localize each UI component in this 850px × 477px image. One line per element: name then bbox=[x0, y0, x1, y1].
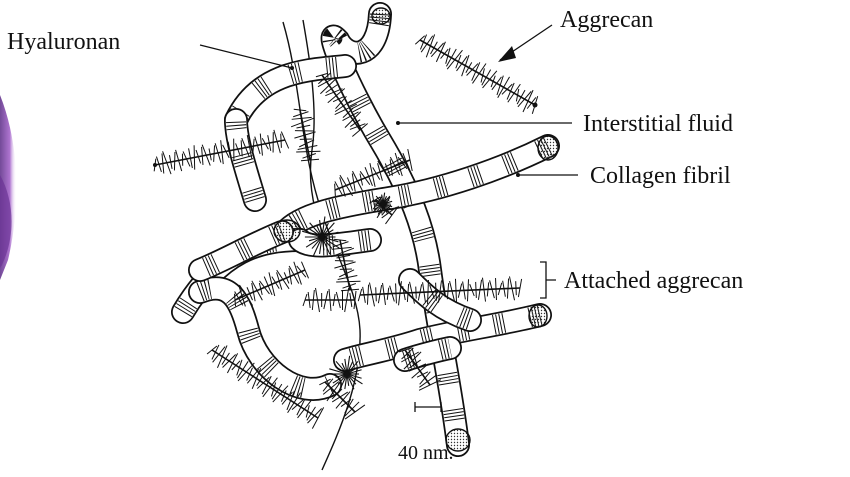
fibril-cut-end bbox=[274, 220, 300, 242]
collagen-fibril-body bbox=[200, 288, 330, 388]
label-interstitial-fluid: Interstitial fluid bbox=[583, 112, 733, 136]
arrowhead-aggrecan bbox=[498, 46, 516, 62]
aggrecan-brush bbox=[291, 109, 320, 161]
aggrecan-end-dot bbox=[153, 163, 157, 167]
aggrecan-brush bbox=[154, 130, 288, 174]
leader-dot-collagen-fibril bbox=[516, 173, 520, 177]
aggrecan-end-dot bbox=[533, 103, 538, 108]
label-aggrecan: Aggrecan bbox=[560, 8, 653, 32]
fibril-cut-end bbox=[538, 136, 558, 160]
leader-dot-hyaluronan bbox=[290, 66, 294, 70]
collagen-fibrils bbox=[183, 8, 558, 451]
fibril-cut-end bbox=[372, 8, 390, 24]
fibril-cut-end bbox=[529, 305, 547, 327]
label-attached-aggrecan: Attached aggrecan bbox=[564, 269, 743, 293]
bracket-attached-aggrecan bbox=[540, 262, 556, 298]
label-hyaluronan: Hyaluronan bbox=[7, 30, 120, 54]
leader-line-hyaluronan bbox=[200, 45, 292, 68]
aggrecan-brush bbox=[303, 288, 356, 312]
scale-bar-label: 40 nm. bbox=[398, 443, 454, 463]
leader-dot-interstitial-fluid bbox=[396, 121, 400, 125]
label-collagen-fibril: Collagen fibril bbox=[590, 164, 731, 188]
